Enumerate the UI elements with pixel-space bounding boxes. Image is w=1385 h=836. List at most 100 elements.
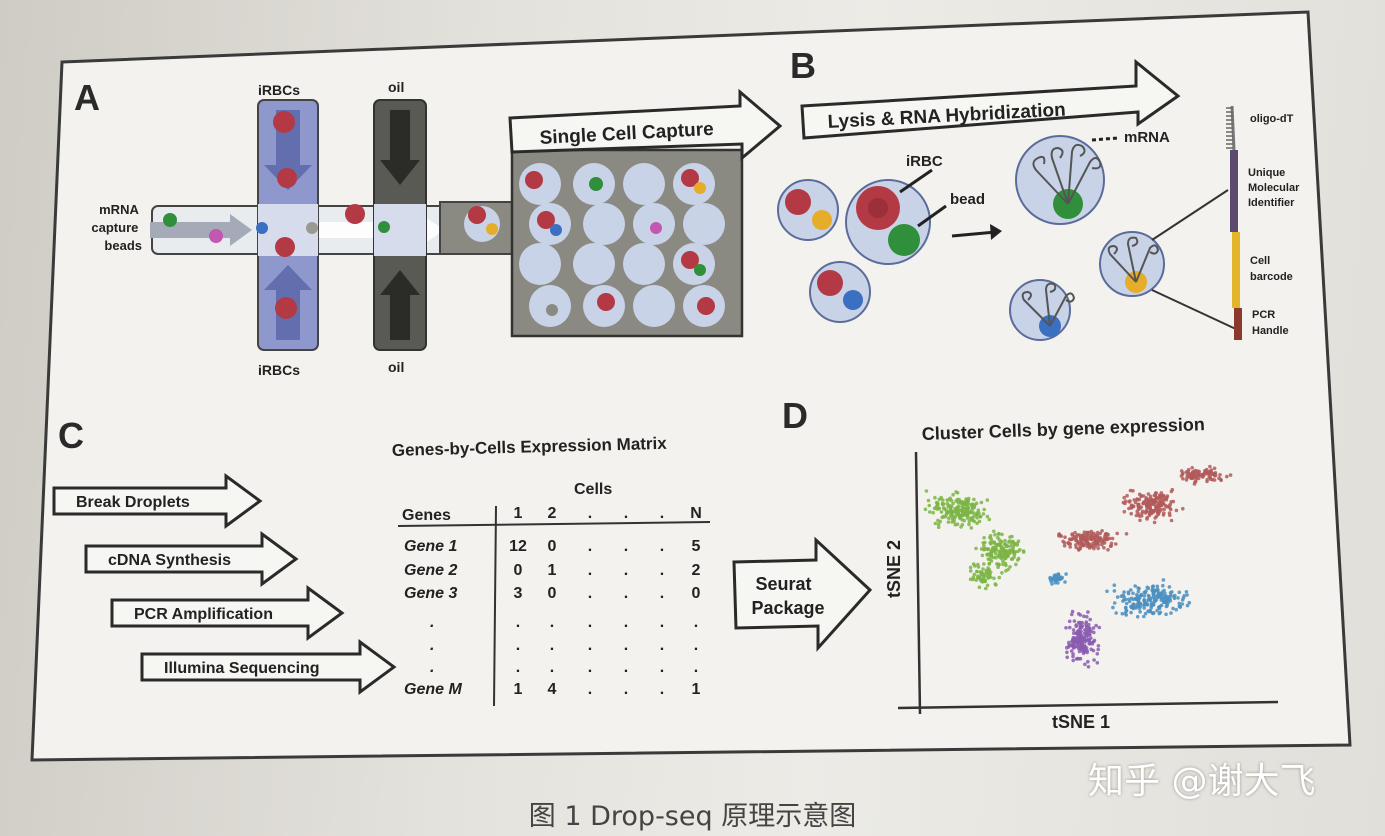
cell-point: [984, 586, 988, 591]
cell-point: [1162, 507, 1166, 512]
cell-point: [997, 555, 1001, 559]
cell-point: [1006, 567, 1010, 572]
matrix-cell: .: [624, 562, 628, 579]
cell-point: [1180, 598, 1185, 602]
cell-column-header: 2: [548, 505, 557, 522]
cell-point: [953, 522, 958, 527]
cell-point: [1089, 629, 1093, 633]
cell-point: [939, 510, 944, 514]
matrix-cell: 4: [548, 681, 557, 698]
cell-point: [1086, 610, 1090, 614]
cell-point: [1142, 594, 1147, 598]
irbc-pointer: [899, 168, 933, 194]
cell-point: [1078, 613, 1083, 617]
cell-column-header: N: [690, 505, 702, 522]
matrix-cell: .: [694, 614, 698, 631]
cell-point: [1129, 503, 1134, 508]
cell-point: [1155, 511, 1160, 515]
cell-point: [962, 509, 967, 513]
matrix-cell: .: [624, 637, 628, 654]
cell-point: [1165, 596, 1169, 601]
matrix-cell: 0: [548, 585, 557, 602]
cell-point: [1138, 610, 1142, 614]
matrix-cell: .: [660, 562, 664, 579]
cell-point: [1120, 611, 1125, 616]
cell-point: [1071, 628, 1076, 632]
droplet: [809, 261, 871, 323]
droplet: [519, 243, 561, 285]
cell-point: [1168, 506, 1172, 510]
irbcs-bottom-label: iRBCs: [258, 362, 300, 378]
cell-point: [999, 551, 1003, 555]
capture-bead: [486, 223, 498, 235]
cell-point: [941, 514, 946, 519]
matrix-cell: 5: [692, 538, 701, 555]
cell-point: [1146, 609, 1150, 613]
cell-point: [1161, 583, 1165, 588]
cell-point: [1173, 593, 1177, 598]
cell-point: [1122, 590, 1126, 594]
cell-point: [1001, 554, 1005, 558]
cell-point: [1205, 467, 1209, 472]
irbc-cell: [273, 111, 295, 133]
cell-point: [1076, 633, 1080, 638]
cell-point: [1176, 596, 1180, 600]
cell-point: [1136, 603, 1140, 608]
cell-point: [1072, 631, 1076, 635]
cell-point: [972, 572, 977, 577]
cluster-red: [1057, 464, 1233, 552]
cell-point: [954, 508, 959, 513]
cell-point: [1127, 506, 1131, 511]
cell-point: [985, 498, 990, 502]
matrix-cell: .: [660, 614, 664, 631]
cell-point: [1068, 625, 1072, 630]
cell-point: [1178, 605, 1183, 609]
cell-point: [987, 517, 992, 522]
mrna-strands: [1107, 236, 1160, 283]
step-arrow: [52, 473, 263, 529]
cell-point: [989, 553, 993, 558]
cell-point: [1084, 646, 1089, 650]
cell-point: [1129, 588, 1133, 592]
cell-point: [926, 498, 931, 503]
cell-point: [1070, 533, 1075, 537]
cell-point: [989, 559, 994, 563]
cell-point: [1078, 656, 1083, 661]
cell-point: [1209, 468, 1214, 472]
cell-point: [1078, 534, 1083, 539]
cell-point: [1076, 547, 1081, 551]
capture-bead: [650, 222, 662, 234]
cell-point: [1152, 588, 1157, 593]
cell-point: [1087, 626, 1092, 630]
oligo-bar: [1226, 105, 1242, 340]
cell-point: [1077, 649, 1082, 654]
pcr-handle-label: PCR Handle: [1252, 309, 1289, 337]
matrix-cell: .: [550, 659, 554, 676]
cell-point: [1213, 471, 1218, 475]
oil-bottom-label: oil: [388, 359, 404, 375]
irbc-cell: [275, 297, 297, 319]
cell-point: [993, 533, 997, 537]
cell-column-header: .: [660, 505, 664, 522]
cell-point: [1143, 611, 1148, 616]
cell-point: [1164, 612, 1168, 617]
cell-point: [1179, 474, 1184, 478]
cell-point: [1159, 498, 1164, 503]
cell-point: [982, 562, 986, 566]
matrix-cell: 1: [692, 681, 701, 698]
cell-point: [1129, 610, 1133, 615]
bead-pointer: [917, 204, 947, 228]
cell-point: [988, 534, 993, 538]
cell-point: [1072, 636, 1077, 641]
cell-point: [1073, 530, 1077, 535]
cell-point: [1168, 591, 1173, 595]
cell-point: [1065, 655, 1069, 660]
cell-point: [1129, 511, 1133, 516]
cell-point: [972, 497, 976, 502]
cell-point: [1016, 556, 1021, 561]
matrix-cell: 1: [548, 562, 557, 579]
cell-point: [1056, 572, 1061, 576]
cell-point: [1110, 536, 1115, 541]
cell-point: [1148, 494, 1153, 499]
cell-point: [1124, 532, 1129, 536]
